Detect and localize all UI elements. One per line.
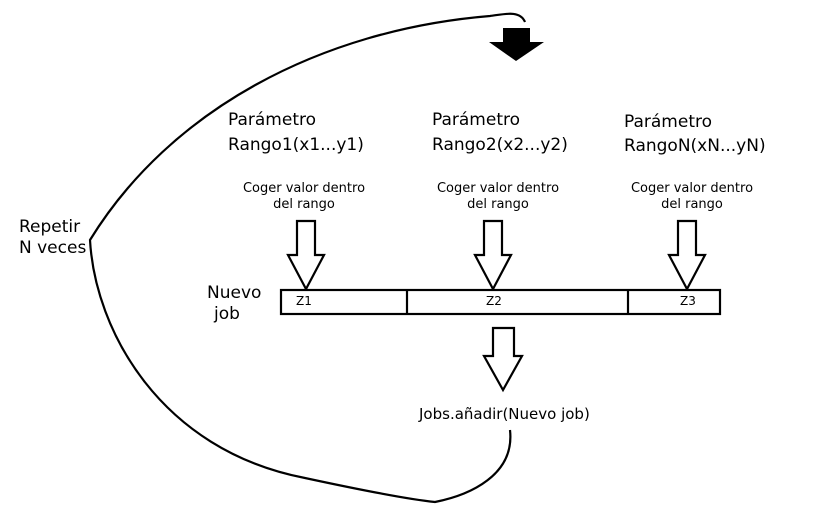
parameter-1-title: Parámetro — [228, 110, 317, 130]
parameter-n-action-line1: Coger valor dentro — [630, 181, 754, 196]
new-job-label: Nuevo job — [207, 283, 261, 326]
job-bar — [279, 288, 722, 316]
down-arrow-result — [482, 326, 524, 393]
parameter-1-action: Coger valor dentro del rango — [234, 181, 374, 214]
new-job-label-line1: Nuevo — [207, 283, 262, 303]
segment-z1: Z1 — [296, 294, 312, 308]
parameter-2-range: Rango2(x2...y2) — [432, 135, 568, 155]
parameter-2-action: Coger valor dentro del rango — [428, 181, 568, 214]
repeat-label: Repetir N veces — [19, 217, 86, 260]
result-label: Jobs.añadir(Nuevo job) — [419, 405, 590, 423]
down-arrow-1 — [286, 219, 326, 292]
parameter-n-action-line2: del rango — [661, 197, 723, 213]
loop-arrow-head — [489, 28, 544, 61]
parameter-2-action-line2: del rango — [467, 197, 529, 213]
segment-z2: Z2 — [486, 294, 502, 308]
loop-curve — [88, 12, 527, 504]
down-arrow-2 — [473, 219, 513, 292]
parameter-1-action-line1: Coger valor dentro — [242, 181, 366, 196]
parameter-2-action-line1: Coger valor dentro — [436, 181, 560, 196]
parameter-n-range: RangoN(xN...yN) — [624, 136, 766, 156]
parameter-1-action-line2: del rango — [273, 197, 335, 213]
parameter-1-range: Rango1(x1...y1) — [228, 135, 364, 155]
new-job-label-line2: job — [214, 304, 240, 325]
parameter-n-title: Parámetro — [624, 112, 713, 132]
down-arrow-3 — [667, 219, 707, 292]
repeat-label-line2: N veces — [19, 238, 87, 259]
parameter-2-title: Parámetro — [432, 110, 521, 130]
parameter-n-action: Coger valor dentro del rango — [622, 181, 762, 214]
repeat-label-line1: Repetir — [19, 217, 81, 237]
segment-z3: Z3 — [680, 294, 696, 308]
